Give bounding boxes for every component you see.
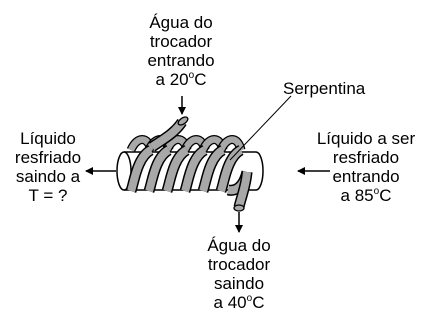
liquid-in-label: Líquido a ser resfriado entrando a 85oC (316, 129, 416, 205)
liquid-out-label: Líquido resfriado saindo a T = ? (14, 129, 82, 205)
coil-inlet-pipe (148, 116, 189, 152)
water-in-label: Água do trocador entrando a 20oC (147, 13, 215, 89)
coil-leader-line (229, 95, 292, 161)
water-out-label: Água do trocador saindo a 40oC (207, 236, 271, 312)
coil-back-turns (126, 135, 246, 153)
coil-label: Serpentina (283, 79, 366, 98)
coil-outlet-pipe (233, 171, 253, 212)
